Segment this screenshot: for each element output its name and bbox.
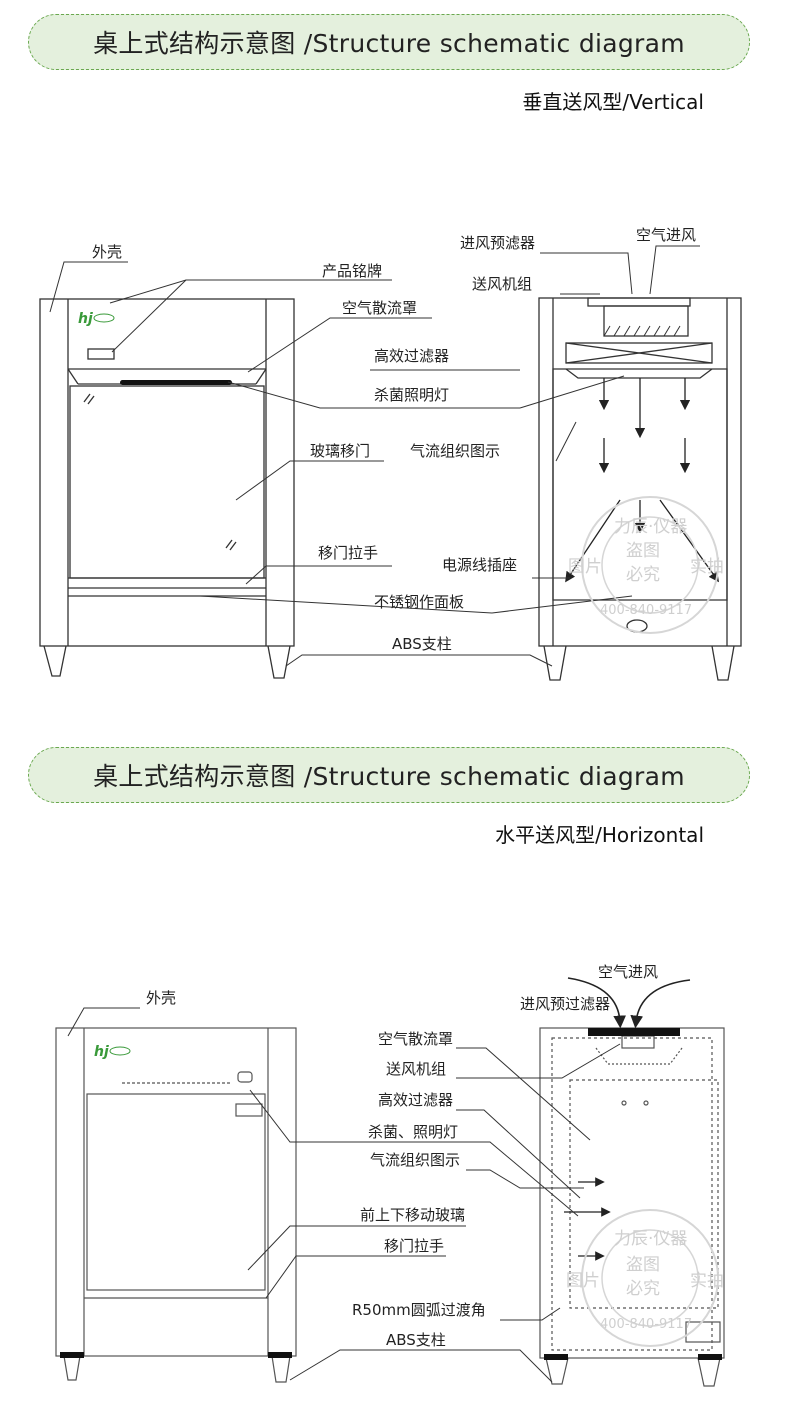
label-uv-lamp-2: 杀菌、照明灯: [368, 1123, 458, 1141]
svg-text:hj: hj: [78, 311, 93, 327]
label-nameplate: 产品铭牌: [322, 262, 382, 280]
label-air-inlet: 空气进风: [636, 226, 696, 244]
section2-banner-title: 桌上式结构示意图 /Structure schematic diagram: [93, 762, 685, 791]
label-socket: 电源线插座: [442, 556, 517, 574]
svg-text:盗图: 盗图: [626, 1255, 660, 1275]
svg-text:力辰·仪器: 力辰·仪器: [614, 1229, 687, 1249]
label-uv-lamp: 杀菌照明灯: [374, 386, 449, 404]
foot-pad: [544, 1354, 568, 1360]
horizontal-front-cabinet: [55, 1027, 297, 1383]
svg-text:hj: hj: [94, 1044, 109, 1060]
airflow-arrows-horizontal: [564, 1177, 611, 1261]
watermark-stamp-2: 力辰·仪器 图片 盗图 必究 实拍 400-840-9117: [566, 1209, 724, 1347]
section1-subtitle: 垂直送风型/Vertical: [522, 90, 704, 114]
airflow-arrows: [565, 378, 720, 583]
label-air-inlet-2: 空气进风: [598, 963, 658, 981]
label-prefilter: 进风预滤器: [460, 234, 535, 252]
label-door-handle-2: 移门拉手: [384, 1237, 444, 1255]
prefilter-bar: [588, 1028, 680, 1036]
svg-text:图片: 图片: [566, 1271, 600, 1291]
svg-text:必究: 必究: [626, 565, 660, 585]
watermark-stamp-1: 力辰·仪器 图片 盗图 必究 实拍 400-840-9117: [568, 496, 724, 634]
label-shell: 外壳: [92, 243, 122, 261]
vertical-structure-diagram: hj: [39, 226, 742, 681]
label-glass-door: 玻璃移门: [310, 442, 370, 460]
label-diffuser-2: 空气散流罩: [378, 1030, 453, 1048]
uv-lamp-bar: [120, 380, 232, 385]
section2-subtitle: 水平送风型/Horizontal: [495, 823, 704, 847]
inlet-arrows: [567, 977, 691, 1029]
foot-pad: [698, 1354, 722, 1360]
label-diffuser: 空气散流罩: [342, 299, 417, 317]
label-prefilter-2: 进风预过滤器: [520, 995, 610, 1013]
label-hepa-2: 高效过滤器: [378, 1091, 453, 1109]
horizontal-leader-lines: [67, 1007, 621, 1383]
label-abs-leg: ABS支柱: [392, 635, 452, 653]
svg-text:图片: 图片: [568, 557, 602, 577]
section2-banner: 桌上式结构示意图 /Structure schematic diagram: [28, 747, 750, 803]
svg-text:实拍: 实拍: [690, 1271, 724, 1291]
label-fan-2: 送风机组: [386, 1060, 446, 1078]
section1-banner-title: 桌上式结构示意图 /Structure schematic diagram: [93, 29, 685, 58]
label-work-surface: 不锈钢作面板: [374, 593, 464, 611]
svg-text:力辰·仪器: 力辰·仪器: [614, 517, 687, 537]
label-shell-2: 外壳: [146, 989, 176, 1007]
section1-banner: 桌上式结构示意图 /Structure schematic diagram: [28, 14, 750, 70]
label-abs-leg-2: ABS支柱: [386, 1331, 446, 1349]
label-hepa: 高效过滤器: [374, 347, 449, 365]
horizontal-structure-diagram: hj: [55, 963, 725, 1387]
vertical-leader-lines: [49, 245, 700, 667]
foot-pad: [60, 1352, 84, 1358]
svg-text:400-840-9117: 400-840-9117: [600, 1317, 692, 1332]
brand-logo: hj: [78, 311, 115, 327]
label-radius: R50mm圆弧过渡角: [352, 1301, 486, 1319]
svg-text:400-840-9117: 400-840-9117: [600, 603, 692, 618]
svg-text:实拍: 实拍: [690, 557, 724, 577]
svg-text:盗图: 盗图: [626, 541, 660, 561]
label-fan: 送风机组: [472, 275, 532, 293]
foot-pad: [268, 1352, 292, 1358]
brand-logo-2: hj: [94, 1044, 131, 1060]
label-glass-2: 前上下移动玻璃: [360, 1206, 465, 1224]
label-airflow-2: 气流组织图示: [370, 1151, 460, 1169]
vertical-side-cabinet: [538, 297, 742, 681]
label-door-handle: 移门拉手: [318, 544, 378, 562]
svg-text:必究: 必究: [626, 1279, 660, 1299]
vertical-front-cabinet: [39, 298, 295, 679]
label-airflow: 气流组织图示: [410, 442, 500, 460]
